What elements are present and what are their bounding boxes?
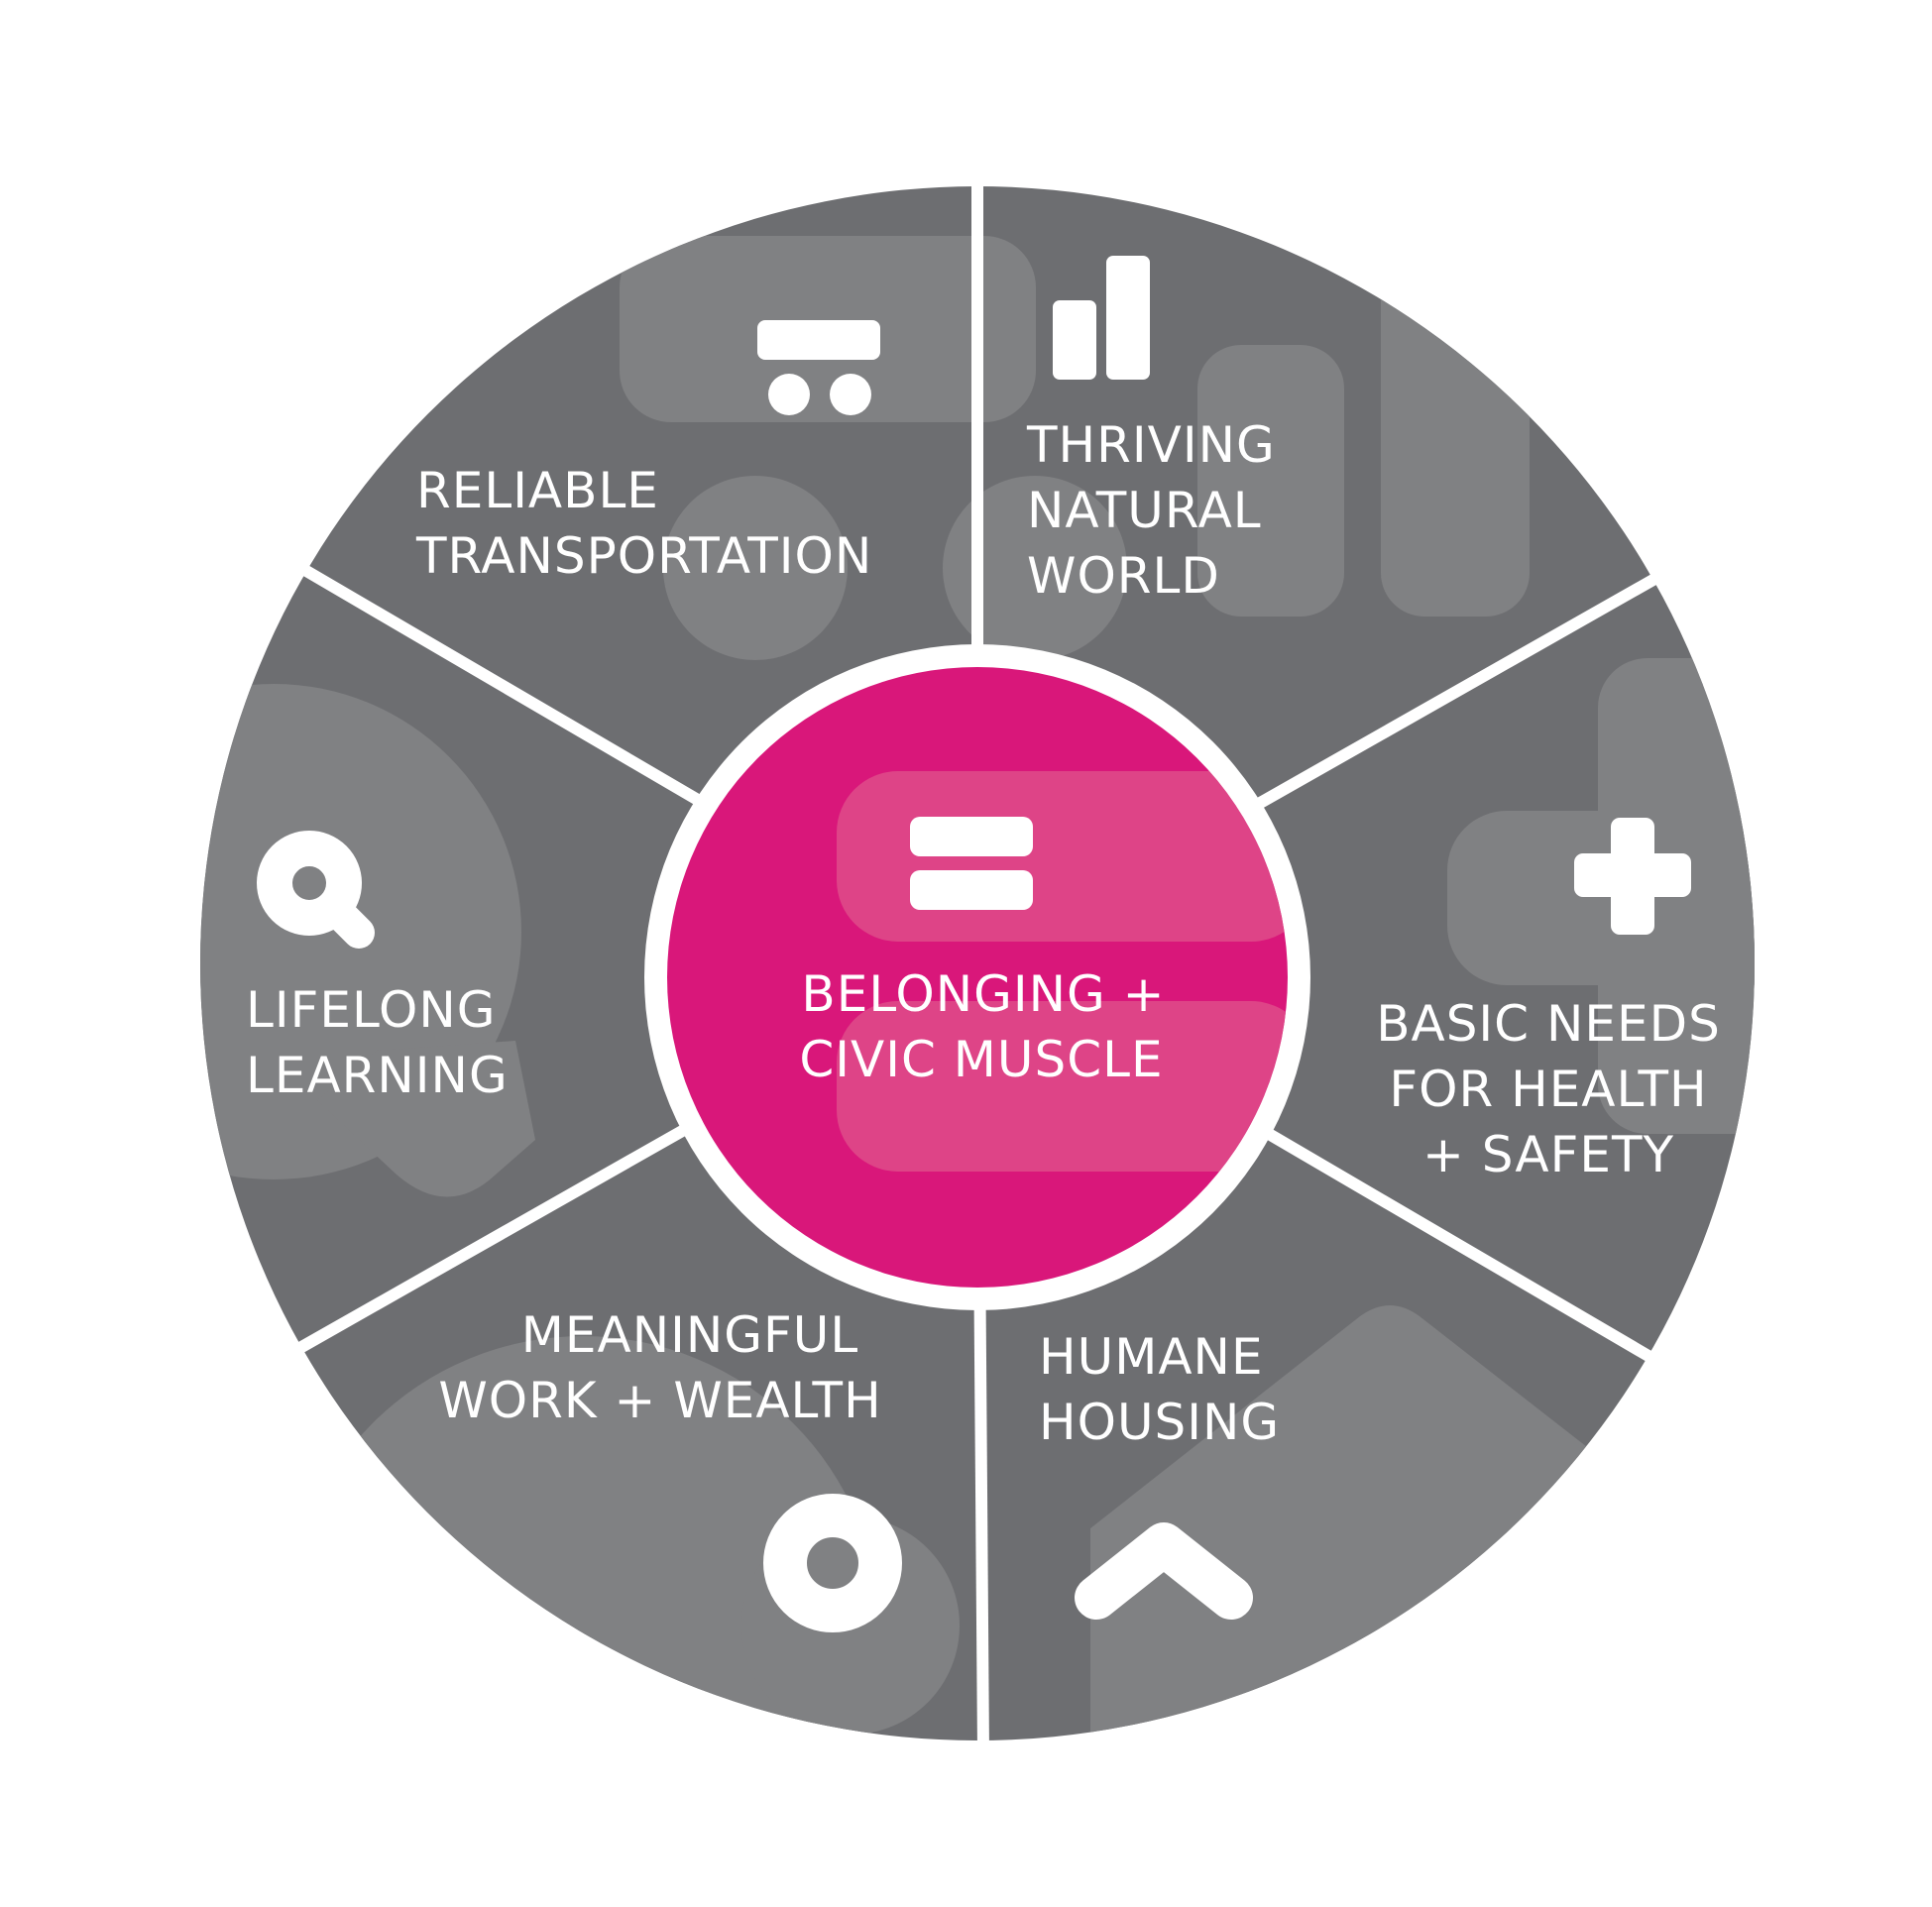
equals-icon — [910, 817, 1033, 910]
learning-label-line-2: LEARNING — [246, 1047, 509, 1104]
bar-chart-icon — [1053, 256, 1150, 380]
center-label-line-2: CIVIC MUSCLE — [799, 1031, 1163, 1088]
housing-label-line-1: HUMANE — [1039, 1328, 1264, 1386]
bg-shape-transport-circle-1 — [663, 476, 848, 660]
basic-needs-label-line-2: FOR HEALTH — [1389, 1061, 1707, 1118]
bg-shape-nature-bar-2 — [1381, 226, 1530, 617]
bg-shape-magnifier-handle — [317, 1041, 535, 1197]
background-shapes — [200, 226, 1755, 1740]
natural-world-label-line-1: THRIVING — [1026, 416, 1276, 474]
bg-shape-transport-circle-2 — [943, 476, 1127, 660]
cart-icon — [757, 320, 880, 415]
basic-needs-label-line-1: BASIC NEEDS — [1376, 995, 1721, 1053]
natural-world-label-line-2: NATURAL — [1027, 482, 1262, 539]
center-label-line-1: BELONGING + — [801, 965, 1165, 1023]
transportation-label-line-2: TRANSPORTATION — [415, 527, 872, 585]
work-wealth-label-line-2: WORK + WEALTH — [438, 1372, 881, 1429]
natural-world-label-line-3: WORLD — [1027, 547, 1220, 605]
chevron-up-icon — [1075, 1522, 1253, 1620]
transportation-label-line-1: RELIABLE — [416, 462, 659, 519]
plus-icon — [1574, 818, 1691, 935]
magnifier-icon — [257, 831, 375, 949]
learning-label-line-1: LIFELONG — [246, 981, 497, 1039]
housing-label-line-2: HOUSING — [1039, 1394, 1280, 1451]
ring-icon — [763, 1494, 902, 1632]
work-wealth-label-line-1: MEANINGFUL — [521, 1306, 858, 1364]
basic-needs-label-line-3: + SAFETY — [1422, 1126, 1674, 1183]
bg-shape-nature-bar-1 — [1197, 345, 1344, 617]
